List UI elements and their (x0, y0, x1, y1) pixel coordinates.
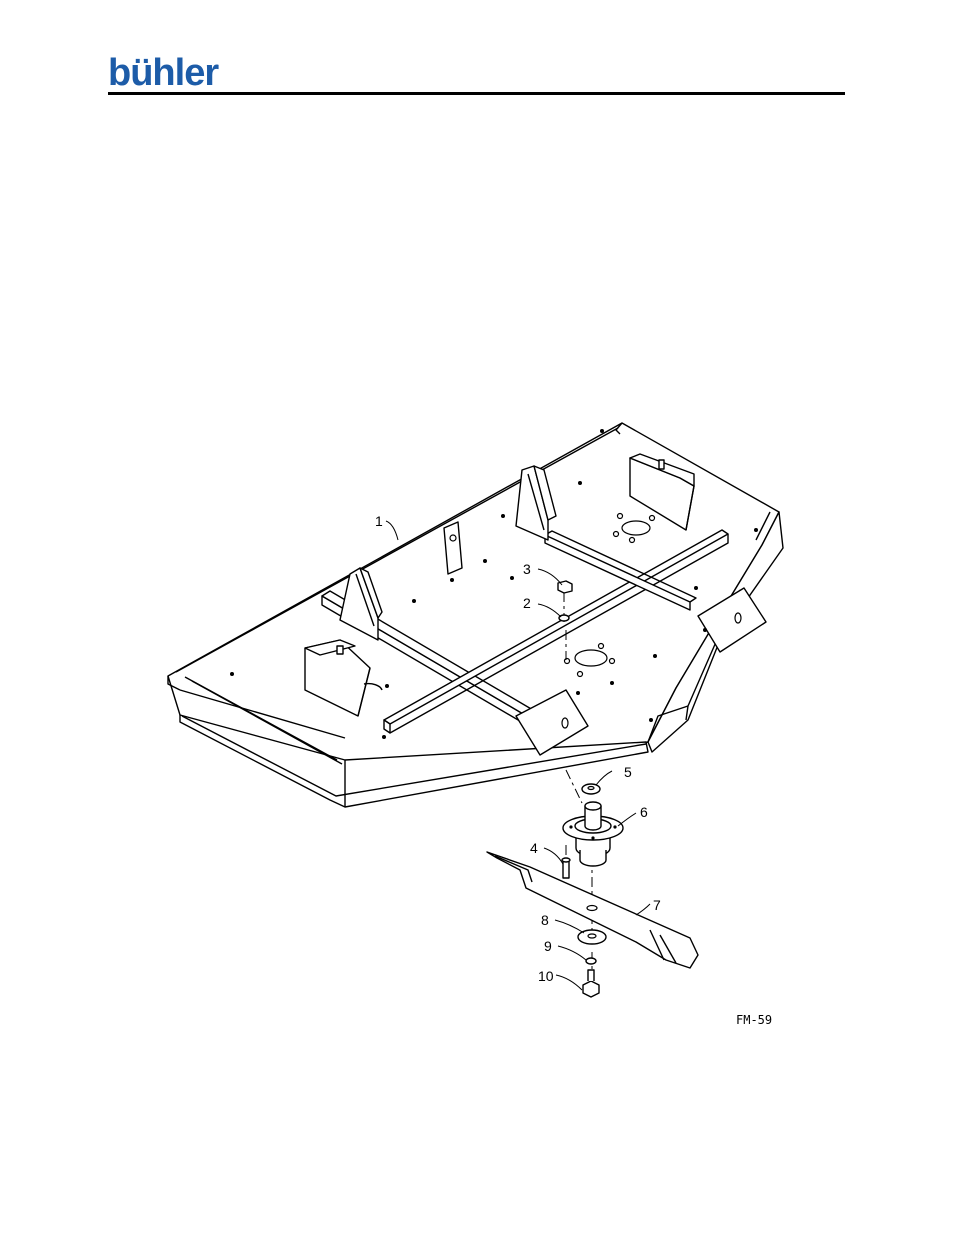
callout-8: 8 (541, 912, 549, 928)
callout-6: 6 (640, 804, 648, 820)
callout-3: 3 (523, 561, 531, 577)
blade-lock-washer (586, 958, 596, 964)
callout-5: 5 (624, 764, 632, 780)
callout-7: 7 (653, 897, 661, 913)
figure-code: FM-59 (736, 1013, 772, 1027)
callout-10: 10 (538, 968, 554, 984)
blade-bolt (583, 981, 599, 997)
callout-1: 1 (375, 513, 383, 529)
callout-4: 4 (530, 840, 538, 856)
callout-9: 9 (544, 938, 552, 954)
spindle-assembly (563, 802, 623, 866)
callout-2: 2 (523, 595, 531, 611)
